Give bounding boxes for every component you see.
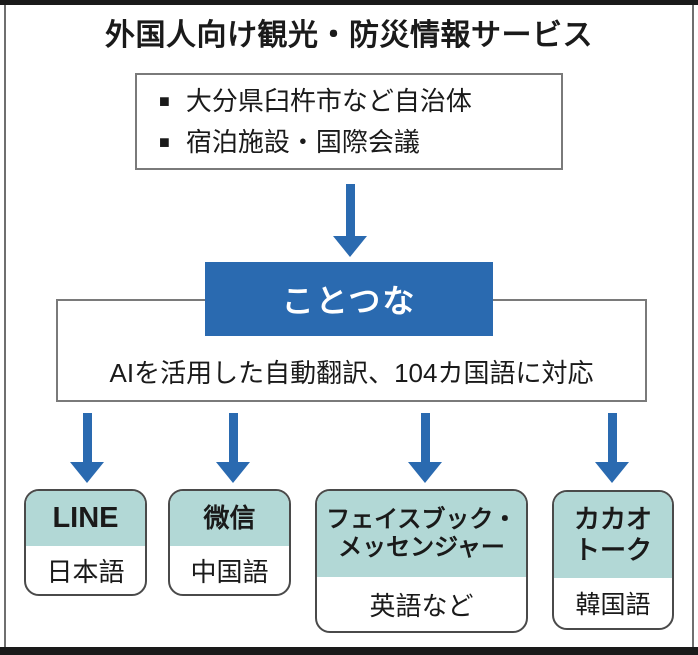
arrow-head bbox=[333, 236, 367, 257]
platform-name: 微信 bbox=[170, 491, 289, 546]
platform-name-line: メッセンジャー bbox=[338, 534, 505, 561]
arrow-shaft bbox=[420, 413, 430, 462]
sources-box: ■ 大分県臼杵市など自治体 ■ 宿泊施設・国際会議 bbox=[135, 73, 563, 170]
source-item: ■ 大分県臼杵市など自治体 bbox=[159, 87, 561, 116]
top-frame-bar bbox=[0, 0, 698, 5]
arrow-shaft bbox=[345, 184, 355, 236]
hub-name-box: ことつな bbox=[205, 262, 493, 336]
channel-card-kakaotalk: カカオ トーク 韓国語 bbox=[552, 490, 674, 630]
channel-card-line: LINE 日本語 bbox=[24, 489, 147, 596]
down-arrow-icon bbox=[333, 184, 367, 257]
channel-card-wechat: 微信 中国語 bbox=[168, 489, 291, 596]
down-arrow-icon bbox=[216, 413, 250, 483]
platform-name: カカオ トーク bbox=[554, 492, 672, 578]
right-frame-line bbox=[692, 5, 694, 647]
source-item-label: 宿泊施設・国際会議 bbox=[185, 126, 420, 157]
language-label: 中国語 bbox=[190, 556, 269, 587]
diagram-title: 外国人向け観光・防災情報サービス bbox=[105, 19, 593, 52]
down-arrow-icon bbox=[70, 413, 104, 483]
platform-name-line: フェイスブック・ bbox=[326, 505, 517, 533]
source-item: ■ 宿泊施設・国際会議 bbox=[159, 126, 561, 157]
language-label: 韓国語 bbox=[575, 591, 651, 619]
arrow-shaft bbox=[82, 413, 92, 462]
arrow-head bbox=[595, 462, 629, 483]
channel-card-facebook-messenger: フェイスブック・ メッセンジャー 英語など bbox=[315, 489, 528, 633]
platform-name-line: LINE bbox=[52, 502, 119, 535]
language-label: 日本語 bbox=[46, 556, 125, 587]
platform-name: フェイスブック・ メッセンジャー bbox=[317, 491, 526, 577]
arrow-shaft bbox=[607, 413, 617, 462]
arrow-shaft bbox=[228, 413, 238, 462]
hub-description: AIを活用した自動翻訳、104カ国語に対応 bbox=[109, 358, 594, 388]
arrow-head bbox=[216, 462, 250, 483]
platform-name-line: トーク bbox=[573, 535, 652, 565]
down-arrow-icon bbox=[595, 413, 629, 483]
arrow-head bbox=[408, 462, 442, 483]
bottom-frame-bar bbox=[0, 647, 698, 655]
square-bullet-icon: ■ bbox=[159, 131, 170, 152]
source-item-label: 大分県臼杵市など自治体 bbox=[185, 85, 472, 116]
square-bullet-icon: ■ bbox=[159, 91, 170, 112]
platform-name: LINE bbox=[26, 491, 145, 546]
platform-name-line: カカオ bbox=[573, 504, 652, 535]
language-label: 英語など bbox=[369, 590, 474, 621]
left-frame-line bbox=[4, 5, 6, 647]
down-arrow-icon bbox=[408, 413, 442, 483]
platform-name-line: 微信 bbox=[203, 503, 256, 534]
arrow-head bbox=[70, 462, 104, 483]
